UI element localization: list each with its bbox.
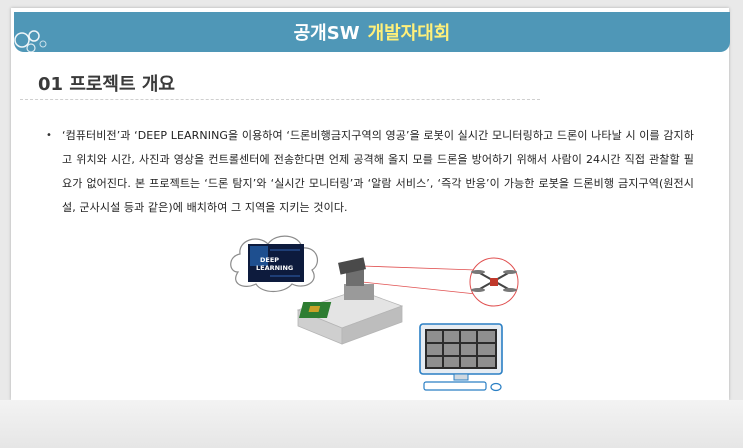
cloud-label-line1: DEEP <box>260 256 279 264</box>
slide-footer-area <box>0 400 743 448</box>
monitor-icon <box>419 323 503 392</box>
overview-paragraph: ‘컴퓨터비전’과 ‘DEEP LEARNING을 이용하여 ‘드론비행금지구역의… <box>62 129 694 214</box>
banner-title-yellow: 개발자대회 <box>367 23 451 44</box>
robot-icon <box>296 257 404 345</box>
drone-icon <box>469 257 519 307</box>
bullet-point-icon: • <box>46 130 52 141</box>
banner-title-white: 공개SW <box>293 23 360 44</box>
slide <box>11 8 729 400</box>
cloud-label-line2: LEARNING <box>256 264 293 272</box>
section-divider <box>20 99 540 100</box>
cloud-icon: DEEP LEARNING <box>230 235 319 293</box>
project-illustration: DEEP LEARNING <box>230 235 519 392</box>
title-banner: 공개SW 개발자대회 <box>14 12 730 52</box>
section-title: 01 프로젝트 개요 <box>38 74 175 95</box>
decorative-circles-icon <box>14 30 47 53</box>
